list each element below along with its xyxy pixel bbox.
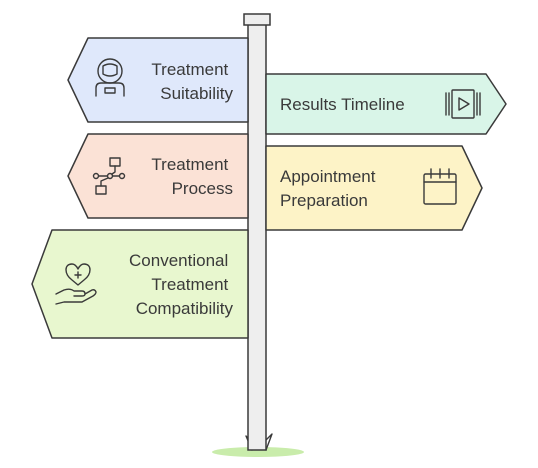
sign-treatment-process: Treatment Process	[67, 133, 249, 219]
sign-label: Conventional Treatment Compatibility	[129, 251, 233, 318]
sign-label-line: Results Timeline	[280, 95, 405, 114]
sign-results-timeline: Results Timeline	[265, 73, 507, 135]
calendar-icon	[423, 168, 457, 205]
sign-label-line: Appointment	[280, 167, 376, 186]
sign-label-line: Compatibility	[136, 299, 234, 318]
video-play-icon	[445, 89, 481, 119]
sign-label-line: Conventional	[129, 251, 228, 270]
sign-label: Treatment Process	[151, 155, 233, 198]
astronaut-icon	[95, 58, 125, 97]
sign-label-line: Preparation	[280, 191, 368, 210]
sign-label: Treatment Suitability	[151, 60, 233, 103]
sign-label-line: Suitability	[160, 84, 233, 103]
heart-hand-icon	[55, 263, 97, 305]
sign-appointment-preparation: Appointment Preparation	[265, 145, 483, 231]
sign-board	[265, 145, 483, 231]
sign-board	[67, 133, 249, 219]
sign-treatment-suitability: Treatment Suitability	[67, 37, 249, 123]
pole-cap	[243, 13, 271, 26]
pole	[247, 21, 267, 451]
sign-label-line: Treatment	[151, 60, 228, 79]
flowchart-icon	[92, 157, 126, 195]
sign-label: Appointment Preparation	[280, 167, 380, 210]
sign-label-line: Treatment	[151, 155, 228, 174]
sign-label: Results Timeline	[280, 95, 405, 114]
sign-board	[265, 73, 507, 135]
grass-patch	[212, 447, 304, 457]
sign-board	[67, 37, 249, 123]
sign-board	[31, 229, 249, 339]
sign-conventional-treatment-compatibility: Conventional Treatment Compatibility	[31, 229, 249, 339]
sign-label-line: Treatment	[151, 275, 228, 294]
sign-label-line: Process	[172, 179, 233, 198]
